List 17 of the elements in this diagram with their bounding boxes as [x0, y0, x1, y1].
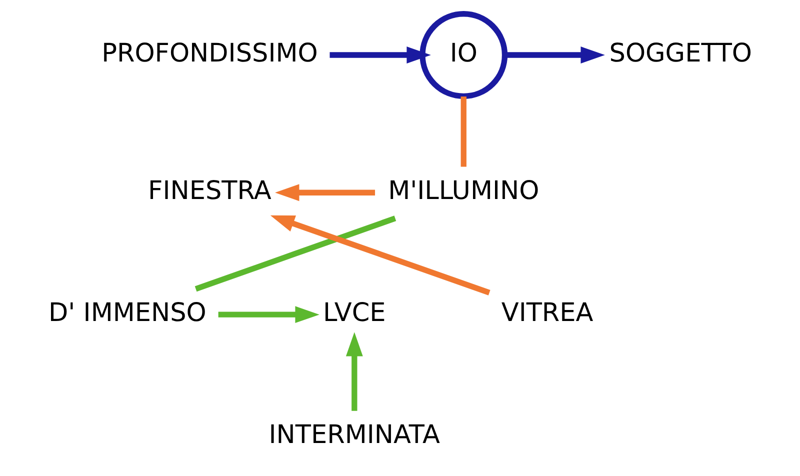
- arrow: [274, 184, 375, 202]
- arrow: [270, 215, 490, 296]
- arrow: [218, 306, 319, 324]
- connector: [194, 216, 396, 292]
- node-text: M'ILLUMINO: [388, 176, 539, 206]
- node-text: FINESTRA: [148, 176, 271, 206]
- node-text: LVCE: [322, 298, 386, 328]
- node-text: SOGGETTO: [608, 38, 752, 68]
- node-text: INTERMINATA: [268, 420, 440, 450]
- node-circle: IO: [419, 11, 508, 99]
- node-text: PROFONDISSIMO: [101, 38, 318, 68]
- arrow: [345, 332, 362, 411]
- node-text: D' IMMENSO: [48, 298, 206, 328]
- node-text: VITREA: [500, 298, 593, 328]
- arrow: [329, 46, 430, 64]
- arrow: [504, 46, 604, 64]
- connector: [460, 96, 466, 167]
